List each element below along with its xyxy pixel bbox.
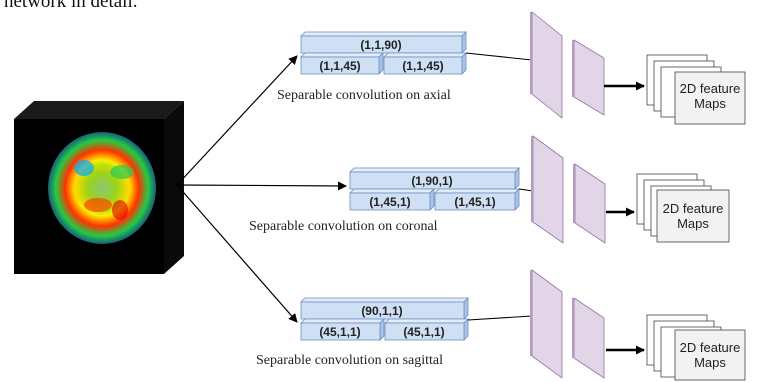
feature-maps-stack: 2D feature Maps [646,54,746,125]
conv-label-top: (90,1,1) [361,304,402,318]
connector-line [465,52,533,61]
conv-label-left: (45,1,1) [319,325,360,339]
feature-maps-stack: 2D feature Maps [636,173,730,243]
feature-maps-label-line2: Maps [677,216,709,231]
conv-block-bottom-right: (1,1,45) [383,52,467,75]
conv-block-bottom-left: (45,1,1) [300,318,385,341]
conv-label-right: (1,1,45) [402,59,443,73]
feature-maps-label-line2: Maps [694,96,726,111]
cube-top-face [14,101,184,119]
branch-caption: Separable convolution on coronal [249,219,438,234]
layer-slab-2 [572,297,605,379]
conv-block-top: (90,1,1) [300,297,469,320]
top-text-fragment: network in detail. [4,0,138,12]
conv-block-top: (1,1,90) [300,31,467,54]
feature-maps-label-line2: Maps [694,355,726,370]
branch-caption: Separable convolution on sagittal [256,353,443,368]
conv-label-right: (1,45,1) [454,195,495,209]
conv-label-right: (45,1,1) [403,325,444,339]
conv-block-bottom-left: (1,1,45) [300,52,384,75]
layer-slab-2 [573,163,606,244]
layer-slab-1 [531,135,564,244]
conv-block-bottom-right: (45,1,1) [384,318,469,341]
layer-slab-1 [530,11,563,119]
branch-sagittal: (90,1,1) (45,1,1) (45,1,1) Separable con… [256,269,746,381]
conv-block-top: (1,90,1) [349,167,520,190]
arrow-to-sagittal [176,184,298,323]
conv-label-top: (1,1,90) [360,38,401,52]
conv-label-top: (1,90,1) [411,174,452,188]
branch-axial: (1,1,90) (1,1,45) (1,1,45) Separable con… [277,11,746,125]
conv-label-left: (1,1,45) [319,59,360,73]
branch-coronal: (1,90,1) (1,45,1) (1,45,1) Separable con… [249,135,730,244]
feature-maps-label-line1: 2D feature [680,81,741,96]
feature-maps-label-line1: 2D feature [680,340,741,355]
conv-block-bottom-left: (1,45,1) [349,188,435,211]
layer-slab-2 [572,39,605,116]
arrow-to-axial [176,55,298,186]
feature-maps-label-line1: 2D feature [663,201,724,216]
layer-slab-1 [530,269,563,379]
branch-caption: Separable convolution on axial [277,88,451,103]
brain-scan-volume [14,101,184,274]
connector-line [518,188,534,192]
arrow-to-coronal [176,181,347,191]
feature-maps-stack: 2D feature Maps [646,314,746,381]
connector-line [467,315,533,321]
cube-side-face [164,101,184,274]
conv-label-left: (1,45,1) [369,195,410,209]
conv-block-bottom-right: (1,45,1) [434,188,520,211]
